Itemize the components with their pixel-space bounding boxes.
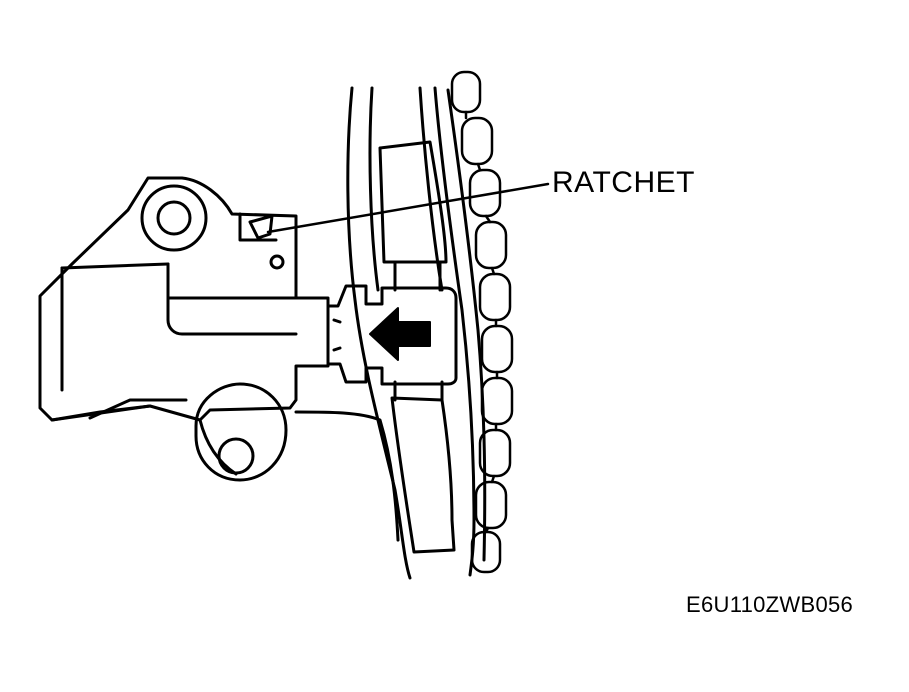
bolt-hole-small [269,254,285,270]
chain-link [480,324,514,374]
chain-link [474,480,508,530]
ratchet-leader-line [266,182,550,234]
tensioner-plunger [326,284,458,386]
ratchet-label: RATCHET [552,166,695,199]
timing-chain [450,70,514,574]
lower-mount [194,382,288,482]
tensioner-body [38,176,330,422]
chain-link [470,530,502,574]
chain-link [450,70,482,114]
chain-link [480,376,514,426]
chain-link [474,220,508,270]
ratchet-notch [248,214,274,240]
chain-guide [294,86,487,580]
chain-link [460,116,494,166]
upper-mount [140,184,208,252]
chain-link [478,272,512,322]
push-direction-arrow [369,307,431,361]
figure-code: E6U110ZWB056 [686,592,854,617]
